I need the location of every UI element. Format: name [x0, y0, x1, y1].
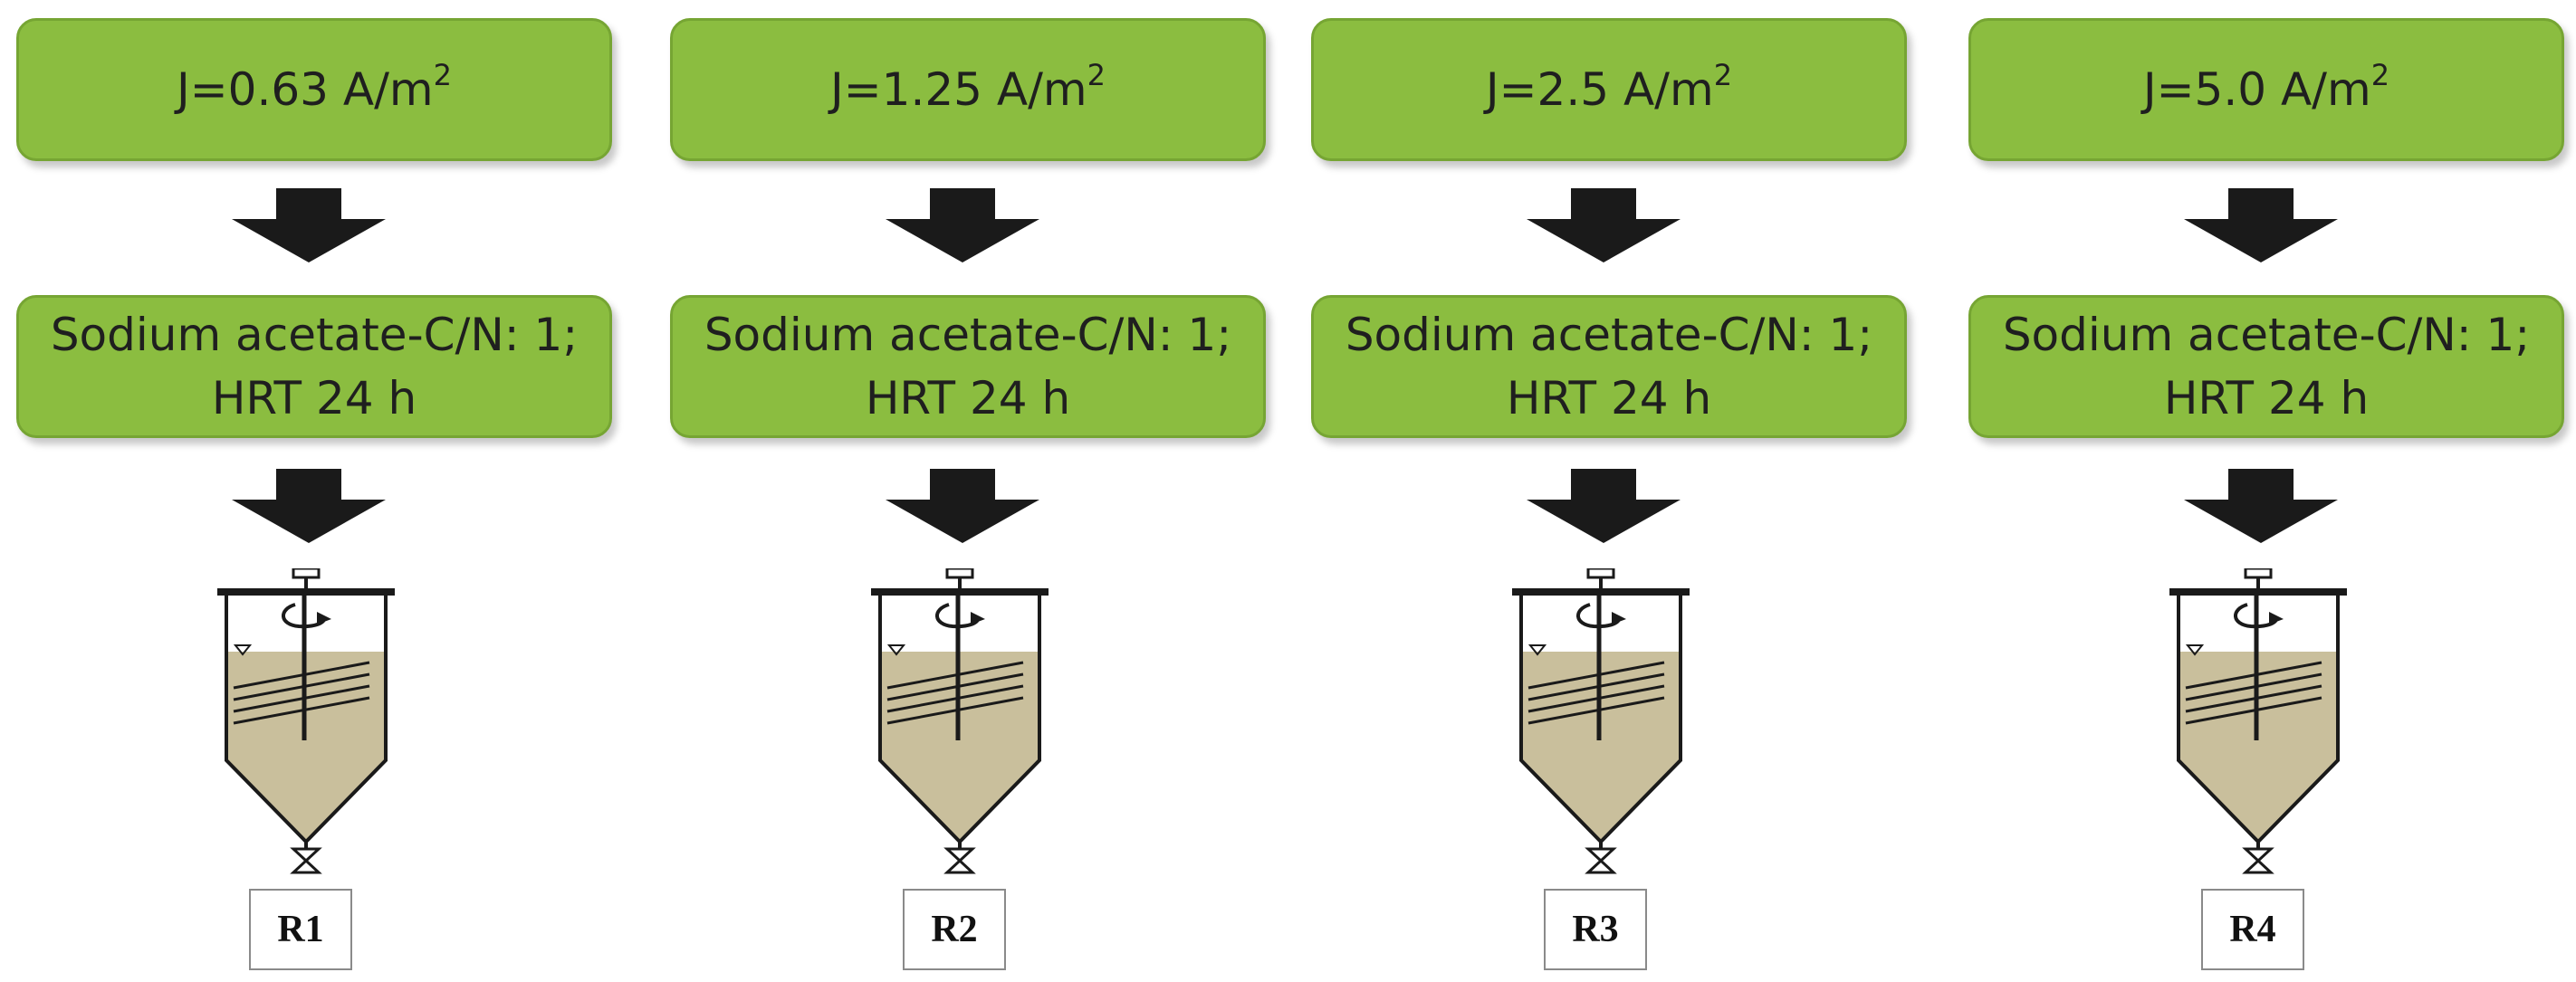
- reactor-label: R2: [903, 889, 1006, 970]
- condition-line-2: HRT 24 h: [865, 372, 1071, 424]
- condition-box: Sodium acetate-C/N: 1; HRT 24 h: [1968, 295, 2564, 438]
- current-density-text: J=1.25 A/m: [830, 63, 1087, 116]
- current-density-box: J=1.25 A/m2: [670, 18, 1266, 161]
- down-arrow-icon: [232, 469, 386, 543]
- reactor-column-r4: J=5.0 A/m2 Sodium acetate-C/N: 1; HRT 24…: [1968, 0, 2566, 982]
- reactor-label: R4: [2201, 889, 2304, 970]
- unit-superscript: 2: [1087, 58, 1106, 93]
- current-density-text: J=2.5 A/m: [1485, 63, 1714, 116]
- reactor-vessel-icon: [871, 568, 1049, 874]
- reactor-label: R3: [1544, 889, 1647, 970]
- down-arrow-icon: [1527, 188, 1681, 262]
- condition-line-1: Sodium acetate-C/N: 1;: [1345, 309, 1873, 361]
- reactor-vessel-icon: [2169, 568, 2347, 874]
- current-density-text: J=5.0 A/m: [2142, 63, 2371, 116]
- reactor-column-r3: J=2.5 A/m2 Sodium acetate-C/N: 1; HRT 24…: [1311, 0, 1909, 982]
- condition-line-2: HRT 24 h: [2163, 372, 2370, 424]
- reactor-label: R1: [249, 889, 352, 970]
- condition-box: Sodium acetate-C/N: 1; HRT 24 h: [16, 295, 612, 438]
- unit-superscript: 2: [1713, 58, 1733, 93]
- unit-superscript: 2: [433, 58, 452, 93]
- down-arrow-icon: [232, 188, 386, 262]
- unit-superscript: 2: [2370, 58, 2390, 93]
- condition-line-2: HRT 24 h: [211, 372, 417, 424]
- down-arrow-icon: [1527, 469, 1681, 543]
- condition-box: Sodium acetate-C/N: 1; HRT 24 h: [1311, 295, 1907, 438]
- condition-line-1: Sodium acetate-C/N: 1;: [50, 309, 579, 361]
- reactor-column-r1: J=0.63 A/m2 Sodium acetate-C/N: 1; HRT 2…: [16, 0, 614, 982]
- reactor-vessel-icon: [1512, 568, 1690, 874]
- down-arrow-icon: [886, 188, 1039, 262]
- down-arrow-icon: [2184, 188, 2338, 262]
- reactor-column-r2: J=1.25 A/m2 Sodium acetate-C/N: 1; HRT 2…: [670, 0, 1268, 982]
- down-arrow-icon: [886, 469, 1039, 543]
- current-density-box: J=0.63 A/m2: [16, 18, 612, 161]
- condition-line-2: HRT 24 h: [1506, 372, 1712, 424]
- reactor-vessel-icon: [217, 568, 395, 874]
- condition-line-1: Sodium acetate-C/N: 1;: [2002, 309, 2531, 361]
- current-density-box: J=2.5 A/m2: [1311, 18, 1907, 161]
- condition-line-1: Sodium acetate-C/N: 1;: [704, 309, 1232, 361]
- condition-box: Sodium acetate-C/N: 1; HRT 24 h: [670, 295, 1266, 438]
- current-density-text: J=0.63 A/m: [177, 63, 434, 116]
- current-density-box: J=5.0 A/m2: [1968, 18, 2564, 161]
- down-arrow-icon: [2184, 469, 2338, 543]
